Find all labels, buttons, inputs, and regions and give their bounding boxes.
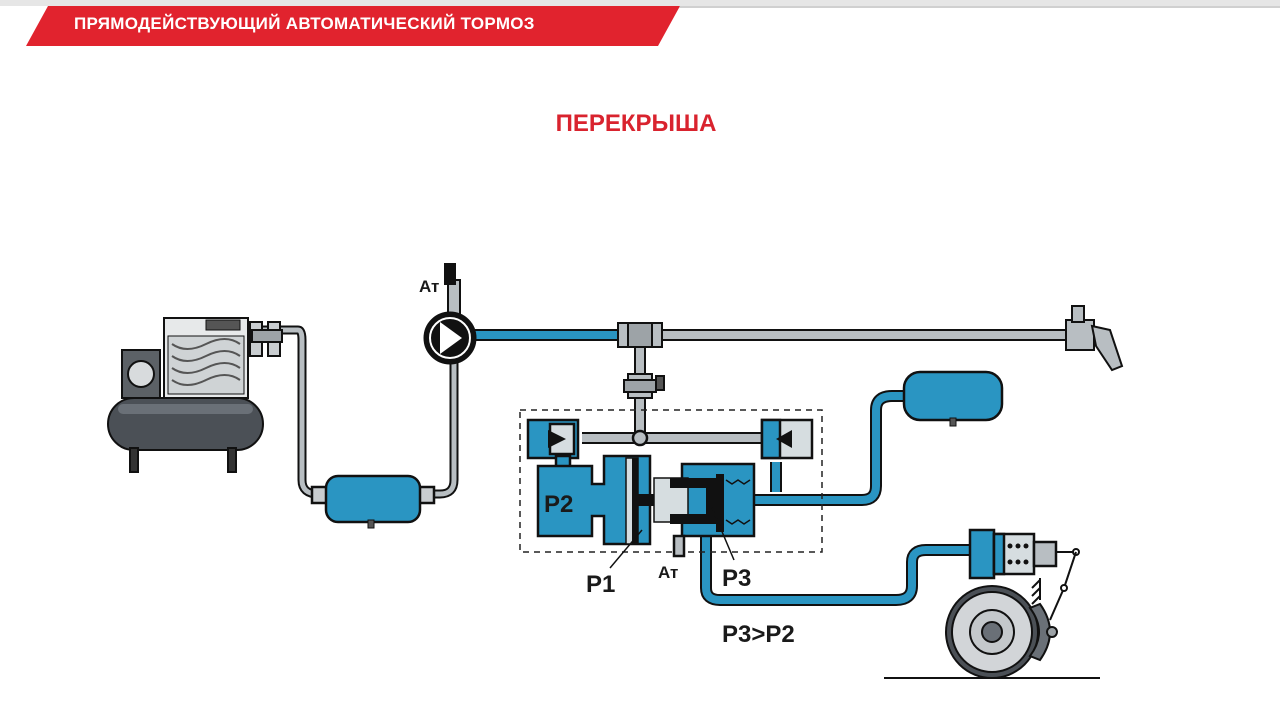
- line-tee: [617, 322, 663, 348]
- brake-cylinder-pipe: [700, 536, 972, 606]
- air-distributor-outline: [519, 409, 823, 553]
- brake-cylinder: [968, 528, 1058, 580]
- label-at-top: Ат: [419, 277, 439, 296]
- driver-valve-exhaust: [444, 263, 461, 321]
- aux-reservoir-pipe: [754, 390, 905, 506]
- compressor: [107, 317, 283, 473]
- air-distributor: [526, 418, 814, 558]
- main-reservoir: [310, 474, 436, 529]
- label-pressure-relation: P3>P2: [722, 621, 795, 648]
- label-p3: P3: [722, 565, 751, 592]
- brake-linkage: [1031, 548, 1080, 621]
- auxiliary-reservoir: [902, 370, 1004, 427]
- supply-pipes: [257, 325, 459, 499]
- label-p2: P2: [544, 491, 573, 518]
- cutoff-cock: [623, 373, 665, 399]
- driver-brake-valve: [423, 311, 477, 365]
- state-title: ПЕРЕКРЫША: [555, 110, 717, 137]
- label-at-bottom: Ат: [658, 563, 678, 582]
- wheel: [945, 585, 1058, 679]
- end-cock: [1065, 305, 1124, 372]
- label-p1: P1: [586, 571, 615, 598]
- header-banner: [0, 0, 1280, 46]
- header-title: ПРЯМОДЕЙСТВУЮЩИЙ АВТОМАТИЧЕСКИЙ ТОРМОЗ: [74, 14, 535, 33]
